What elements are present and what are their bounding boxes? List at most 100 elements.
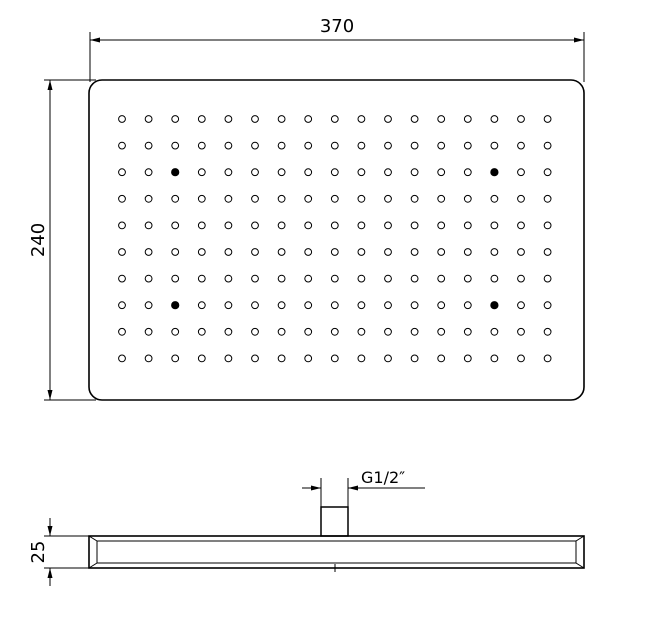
nozzle	[330, 194, 339, 203]
plate-side-left-bevel-bottom	[88, 562, 98, 569]
nozzle	[437, 248, 446, 256]
thread-connector	[320, 506, 349, 537]
nozzle	[171, 221, 180, 230]
nozzle	[410, 168, 419, 177]
nozzle	[330, 248, 339, 256]
nozzle	[197, 168, 206, 177]
thread-label: G1/2″	[361, 468, 405, 487]
nozzle	[384, 248, 392, 256]
nozzle	[437, 168, 446, 177]
nozzle	[490, 115, 499, 123]
nozzle	[437, 115, 446, 123]
nozzle	[330, 301, 339, 310]
nozzle	[224, 141, 233, 150]
nozzle	[277, 327, 286, 336]
nozzle	[437, 141, 446, 150]
nozzle	[277, 115, 286, 123]
width-label: 370	[320, 16, 354, 37]
nozzle	[463, 327, 472, 336]
nozzle	[437, 194, 446, 203]
nozzle	[517, 248, 525, 256]
height-label: 240	[28, 223, 49, 257]
width-arrow-right	[574, 37, 584, 43]
nozzle	[224, 354, 233, 363]
nozzle	[543, 248, 552, 256]
nozzle	[251, 354, 259, 363]
nozzle	[197, 301, 206, 310]
nozzle	[118, 115, 126, 123]
nozzle	[224, 274, 233, 283]
nozzle	[171, 115, 180, 123]
nozzle	[384, 194, 392, 203]
nozzle	[144, 274, 153, 283]
nozzle	[251, 168, 259, 177]
nozzle	[197, 194, 206, 203]
nozzle	[410, 327, 419, 336]
nozzle	[384, 274, 392, 283]
nozzle	[517, 221, 525, 230]
nozzle	[437, 301, 446, 310]
nozzle	[224, 115, 233, 123]
nozzle	[197, 274, 206, 283]
nozzle	[330, 354, 339, 363]
nozzle	[517, 168, 525, 177]
nozzle	[118, 248, 126, 256]
nozzle	[517, 141, 525, 150]
side-view	[44, 478, 585, 586]
nozzle	[357, 301, 366, 310]
plate-side-right-bevel-top	[575, 535, 585, 542]
nozzle	[490, 221, 499, 230]
plate-side-right-bevel-bottom	[575, 562, 585, 569]
nozzle	[251, 327, 259, 336]
thread-arrow-right	[348, 485, 358, 491]
nozzle	[144, 115, 153, 123]
nozzle	[410, 301, 419, 310]
nozzle	[463, 248, 472, 256]
nozzle	[171, 248, 180, 256]
nozzle	[517, 327, 525, 336]
nozzle	[277, 141, 286, 150]
nozzle	[277, 168, 286, 177]
nozzle	[463, 115, 472, 123]
nozzle	[384, 327, 392, 336]
nozzle	[277, 301, 286, 310]
nozzle	[490, 327, 499, 336]
nozzle	[197, 141, 206, 150]
nozzle	[357, 274, 366, 283]
nozzle	[463, 301, 472, 310]
shower-plate-outline	[88, 79, 585, 401]
nozzle	[410, 221, 419, 230]
nozzle	[490, 194, 499, 203]
nozzle	[463, 194, 472, 203]
nozzle	[251, 248, 259, 256]
nozzle	[463, 141, 472, 150]
nozzle	[304, 194, 313, 203]
nozzle	[517, 354, 525, 363]
nozzle	[490, 248, 499, 256]
nozzle	[251, 115, 259, 123]
nozzle	[517, 194, 525, 203]
nozzle	[384, 141, 392, 150]
nozzle	[490, 274, 499, 283]
nozzle	[410, 141, 419, 150]
nozzle	[437, 274, 446, 283]
nozzle	[437, 221, 446, 230]
thickness-arrow-top	[47, 526, 53, 536]
nozzle	[224, 221, 233, 230]
nozzle	[251, 194, 259, 203]
nozzle	[251, 141, 259, 150]
nozzle	[543, 354, 552, 363]
nozzle	[384, 221, 392, 230]
nozzle	[463, 168, 472, 177]
width-arrow-left	[90, 37, 100, 43]
nozzle	[224, 194, 233, 203]
nozzle	[410, 274, 419, 283]
nozzle	[251, 221, 259, 230]
nozzle	[224, 168, 233, 177]
nozzle	[118, 221, 126, 230]
nozzle	[543, 301, 552, 310]
nozzle	[144, 248, 153, 256]
nozzle	[171, 194, 180, 203]
nozzle	[144, 168, 153, 177]
